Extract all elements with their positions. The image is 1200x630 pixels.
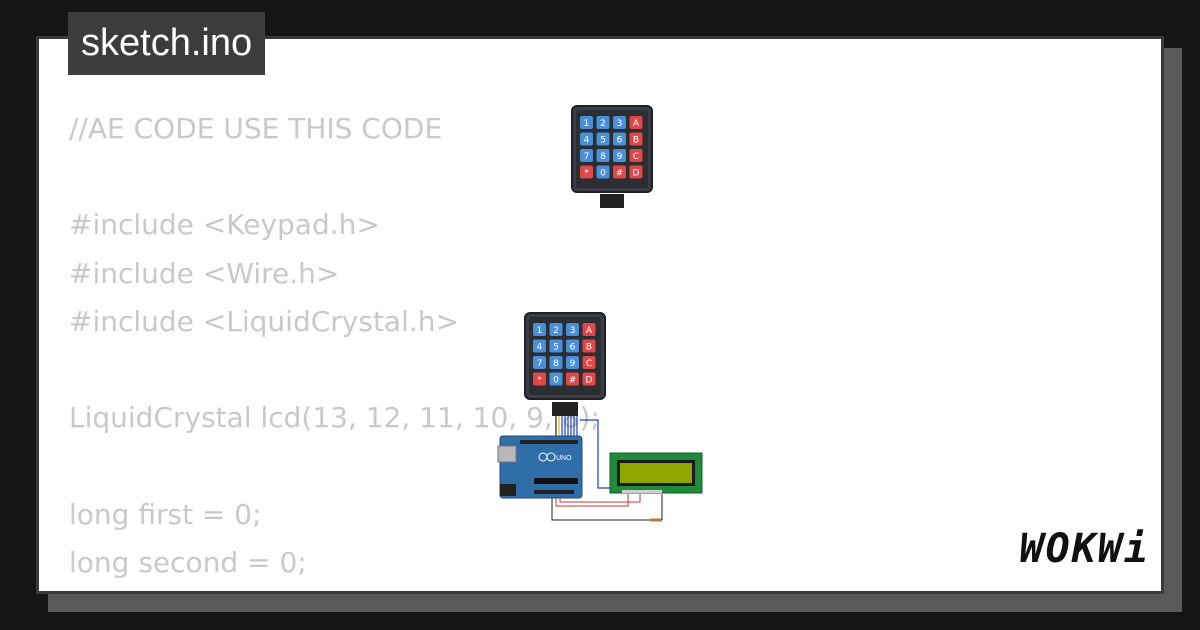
- keypad-key: [580, 132, 593, 146]
- keypad-key-label: D: [633, 168, 640, 178]
- keypad-key: [582, 323, 596, 336]
- keypad-key: [566, 323, 579, 336]
- keypad-key-label: 8: [553, 359, 559, 369]
- keypad-key: [582, 356, 596, 369]
- keypad-key-label: 5: [553, 342, 559, 352]
- keypad-key: [596, 116, 610, 129]
- keypad-key: [582, 339, 596, 353]
- keypad-key: [533, 356, 546, 369]
- keypad-key: [596, 165, 610, 179]
- keypad-key-label: D: [586, 375, 593, 385]
- keypad-key: [580, 165, 593, 179]
- keypad-key: [580, 116, 593, 129]
- keypad-key: [629, 132, 643, 146]
- code-line: LiquidCrystal lcd(13, 12, 11, 10, 9, 8);: [69, 401, 600, 435]
- keypad-key-label: 7: [584, 152, 590, 162]
- keypad-key-label: B: [633, 135, 639, 145]
- keypad-key: [566, 372, 579, 386]
- keypad-key: [566, 356, 579, 369]
- keypad-key: [613, 165, 626, 179]
- keypad-key-label: 5: [600, 135, 606, 145]
- keypad-key-label: A: [586, 326, 593, 336]
- keypad-key: [549, 372, 563, 386]
- keypad-key-label: #: [616, 168, 624, 178]
- keypad-key-label: 4: [537, 342, 543, 352]
- keypad-key: [629, 165, 643, 179]
- code-line: #include <Wire.h>: [69, 256, 340, 290]
- code-line: #include <LiquidCrystal.h>: [69, 304, 459, 338]
- keypad-key-label: 6: [617, 135, 623, 145]
- code-line: long second = 0;: [69, 545, 307, 579]
- keypad-key-label: *: [537, 375, 542, 385]
- sketch-title: sketch.ino: [68, 12, 266, 75]
- arduino-board-icon: UNO: [497, 435, 583, 499]
- keypad-key-label: #: [569, 375, 577, 385]
- keypad-key-label: 7: [537, 359, 543, 369]
- keypad-key-label: 1: [584, 119, 590, 129]
- code-line: //AE CODE USE THIS CODE: [69, 112, 443, 145]
- keypad-key: [566, 339, 579, 353]
- keypad-key-label: 0: [553, 375, 559, 385]
- power-wires: [551, 494, 663, 522]
- keypad-key: [549, 356, 563, 369]
- keypad-key-label: 4: [584, 135, 590, 145]
- keypad-key: [533, 372, 546, 386]
- keypad-key: [549, 339, 563, 353]
- keypad-key: [613, 116, 626, 129]
- keypad-key-label: 1: [537, 326, 543, 336]
- keypad-key-label: 8: [600, 152, 606, 162]
- wokwi-logo: WOKWi: [1019, 526, 1150, 572]
- keypad-key: [549, 323, 563, 336]
- keypad-key: [596, 149, 610, 162]
- keypad-key-label: 0: [600, 168, 606, 178]
- code-preview: //AE CODE USE THIS CODE #include <Keypad…: [69, 105, 600, 591]
- keypad-key-label: 3: [570, 326, 576, 336]
- keypad-key-label: C: [586, 359, 592, 369]
- keypad-key: [533, 323, 546, 336]
- code-line: #include <Keypad.h>: [69, 208, 380, 242]
- keypad-key: [596, 132, 610, 146]
- svg-text:UNO: UNO: [556, 455, 572, 462]
- keypad-key-label: 9: [617, 152, 623, 162]
- keypad-key-label: *: [584, 168, 589, 178]
- code-line: long first = 0;: [69, 497, 262, 531]
- keypad-key-label: 2: [553, 326, 559, 336]
- keypad-key-label: A: [633, 119, 640, 129]
- keypad-key-label: 2: [600, 119, 606, 129]
- keypad-key-label: C: [633, 152, 639, 162]
- keypad-key: [613, 149, 626, 162]
- keypad-key: [629, 116, 643, 129]
- keypad-key-label: B: [586, 342, 592, 352]
- keypad-key: [582, 372, 596, 386]
- keypad-key-label: 9: [570, 359, 576, 369]
- keypad-key: [629, 149, 643, 162]
- keypad-key: [533, 339, 546, 353]
- keypad-key: [613, 132, 626, 146]
- keypad-key-label: 3: [617, 119, 623, 129]
- keypad-key-label: 6: [570, 342, 576, 352]
- keypad-key: [580, 149, 593, 162]
- lcd-icon: [609, 452, 703, 494]
